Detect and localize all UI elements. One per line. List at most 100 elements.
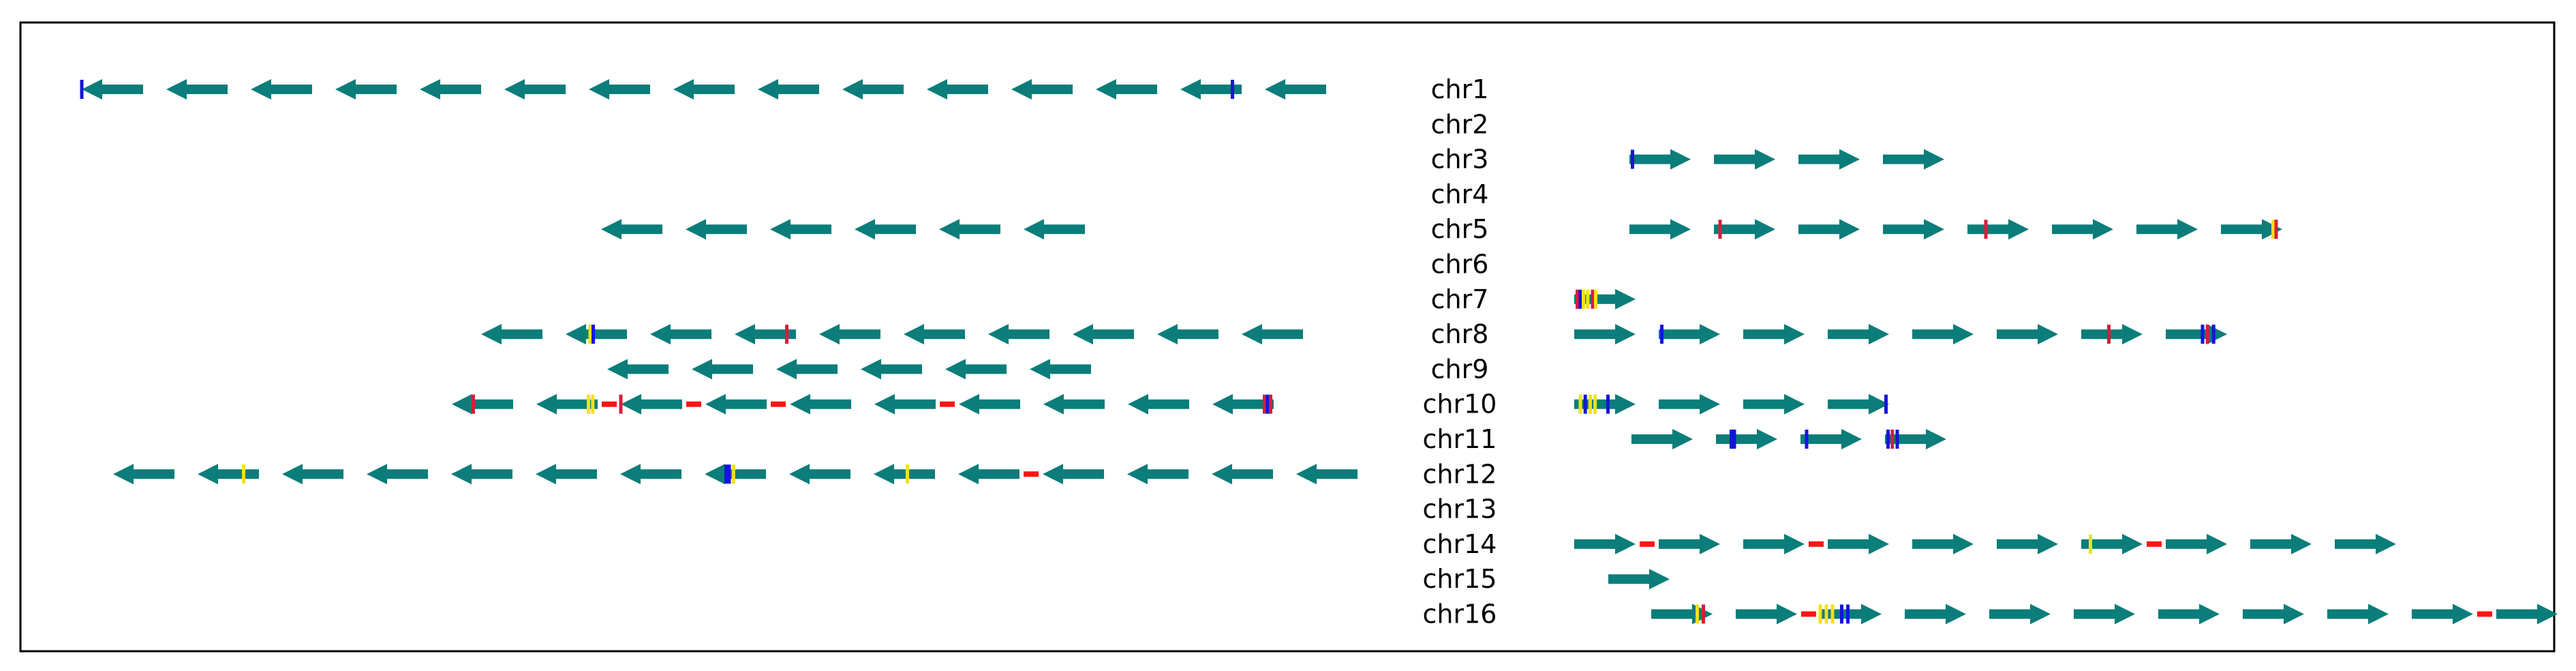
gene-arrow: [1608, 569, 1670, 590]
gene-arrow: [335, 79, 397, 100]
track-left: [601, 219, 1085, 240]
gene-arrow: [1800, 429, 1862, 449]
gene-arrow: [1989, 603, 2051, 625]
marker-yellow: [588, 325, 592, 344]
chromosome-label: chr7: [1431, 284, 1489, 314]
gene-arrow: [1127, 464, 1189, 485]
chromosome-label: chr6: [1431, 250, 1489, 280]
gene-arrow: [770, 219, 831, 240]
marker-yellow: [2089, 534, 2092, 554]
gene-arrow: [1157, 324, 1218, 345]
gene-arrow: [939, 219, 1000, 240]
gene-arrow: [776, 359, 838, 380]
track-left: [80, 79, 1326, 100]
gene-arrow: [855, 219, 916, 240]
marker-red: [2274, 220, 2278, 239]
gene-arrow: [1574, 288, 1636, 310]
gene-arrow: [945, 359, 1007, 380]
track-right: [1574, 288, 1636, 310]
gene-arrow: [1743, 393, 1805, 415]
gene-arrow: [1073, 324, 1134, 345]
chromosome-label: chr9: [1431, 354, 1489, 384]
gene-arrow: [2136, 219, 2198, 240]
gene-arrow: [686, 219, 747, 240]
track-left: [481, 324, 1303, 345]
gene-arrow: [705, 464, 766, 485]
chromosome-label: chr10: [1423, 389, 1497, 419]
chromosome-label: chr8: [1431, 319, 1489, 349]
gene-arrow: [2074, 603, 2135, 625]
gene-arrow: [589, 79, 650, 100]
gene-arrow: [1011, 79, 1073, 100]
gene-arrow: [927, 79, 988, 100]
gene-arrow: [198, 464, 259, 485]
marker-blue: [1606, 394, 1610, 414]
gene-arrow: [1024, 219, 1085, 240]
gene-arrow: [861, 359, 922, 380]
gene-arrow: [367, 464, 428, 485]
marker-red: [1984, 220, 1988, 239]
gene-arrow: [692, 359, 753, 380]
gene-arrow: [874, 393, 936, 415]
track-right: [1574, 533, 2396, 554]
gene-arrow: [1714, 219, 1775, 240]
chromosome-label: chr15: [1423, 564, 1497, 594]
gene-arrow: [1574, 533, 1636, 554]
gene-arrow: [2052, 219, 2113, 240]
gene-arrow: [601, 219, 662, 240]
gene-arrow: [705, 393, 767, 415]
marker-blue: [1732, 430, 1736, 449]
marker-red: [1702, 604, 1705, 624]
marker-red: [472, 394, 475, 414]
marker-yellow: [906, 464, 909, 484]
gene-arrow: [1629, 149, 1691, 170]
marker-yellow: [242, 464, 245, 484]
gene-arrow: [958, 464, 1019, 485]
chromosome-label: chr16: [1423, 599, 1497, 629]
marker-blue: [727, 464, 731, 484]
gene-arrow: [536, 464, 597, 485]
track-left: [113, 464, 1358, 485]
gene-arrow: [789, 464, 850, 485]
gene-arrow: [1828, 393, 1889, 415]
gene-arrow: [2327, 603, 2389, 625]
track-left: [452, 393, 1274, 415]
gene-arrow: [1743, 324, 1805, 345]
chromosome-rows: chr1chr2chr3chr4chr5chr6chr7chr8chr9chr1…: [80, 74, 2558, 629]
gene-arrow: [1883, 149, 1944, 170]
gene-arrow: [536, 393, 598, 415]
marker-blue: [1884, 394, 1888, 414]
marker-yellow: [1818, 604, 1822, 624]
gene-arrow: [1828, 324, 1889, 345]
gene-arrow: [673, 79, 735, 100]
marker-blue: [2211, 325, 2215, 344]
chromosome-label: chr5: [1431, 214, 1489, 244]
marker-blue: [2201, 325, 2205, 344]
gene-arrow: [2166, 324, 2227, 345]
marker-yellow: [1593, 394, 1597, 414]
gene-arrow: [2243, 603, 2304, 625]
gene-arrow: [481, 324, 542, 345]
gene-arrow: [1820, 603, 1882, 625]
gene-arrow: [420, 79, 481, 100]
marker-blue: [1886, 430, 1890, 449]
gene-arrow: [1242, 324, 1303, 345]
marker-yellow: [1578, 394, 1582, 414]
gene-arrow: [607, 359, 669, 380]
gene-arrow: [282, 464, 343, 485]
marker-blue: [1231, 80, 1234, 99]
gene-arrow: [2335, 533, 2396, 554]
gene-arrow: [650, 324, 711, 345]
gene-arrow: [1631, 429, 1693, 449]
gene-arrow: [1574, 393, 1636, 415]
gene-arrow: [1912, 533, 1974, 554]
track-right: [1631, 429, 1946, 449]
gene-arrow: [1716, 429, 1777, 449]
gene-arrow: [819, 324, 880, 345]
chromosome-label: chr12: [1423, 459, 1497, 489]
marker-red: [1890, 430, 1895, 449]
gene-arrow: [566, 324, 627, 345]
gene-arrow: [1714, 149, 1775, 170]
marker-yellow: [1586, 289, 1590, 309]
